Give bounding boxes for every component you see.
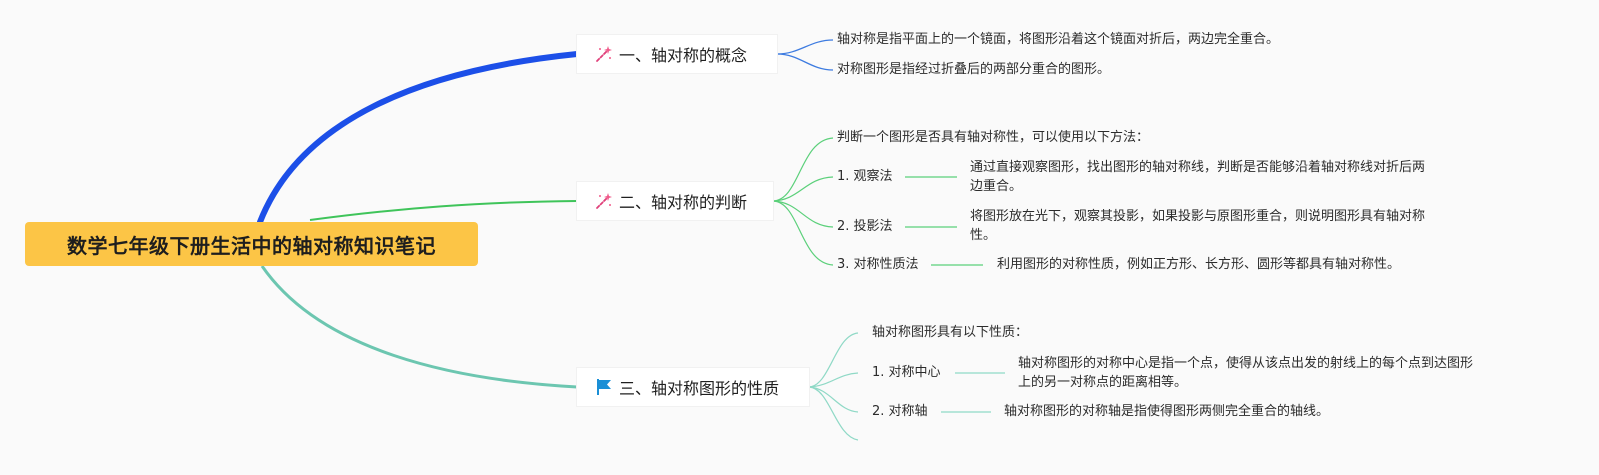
topic-concept-title: 一、轴对称的概念: [619, 46, 748, 65]
method-desc-projection-line1: 将图形放在光下，观察其投影，如果投影与原图形重合，则说明图形具有轴对称: [970, 209, 1426, 224]
method-desc-symmetry-property: 利用图形的对称性质，例如正方形、长方形、圆形等都具有轴对称性。: [997, 257, 1401, 272]
edge-root-branch2: [309, 200, 578, 221]
topic-concept[interactable]: 一、轴对称的概念: [577, 35, 777, 73]
property-label-center: 1. 对称中心: [872, 365, 941, 380]
edge-root-branch1: [257, 51, 580, 225]
method-label-projection: 2. 投影法: [837, 219, 893, 234]
edge-b2-intro: [772, 137, 834, 202]
method-label-symmetry-property: 3. 对称性质法: [837, 257, 919, 272]
edge-b3-extra: [808, 386, 859, 441]
property-desc-axis: 轴对称图形的对称轴是指使得图形两侧完全重合的轴线。: [1004, 404, 1330, 419]
judgement-intro: 判断一个图形是否具有轴对称性，可以使用以下方法：: [837, 130, 1150, 145]
concept-item-2: 对称图形是指经过折叠后的两部分重合的图形。: [837, 62, 1111, 77]
magic-wand-icon: [595, 45, 613, 63]
method-desc-observe-line1: 通过直接观察图形，找出图形的轴对称线，判断是否能够沿着轴对称线对折后两: [970, 160, 1426, 175]
topic-properties-title: 三、轴对称图形的性质: [619, 379, 780, 398]
flag-icon: [595, 378, 613, 396]
edge-b3-p2: [808, 386, 859, 413]
edge-b1-item2: [776, 53, 834, 71]
method-desc-observe-line2: 边重合。: [970, 179, 1023, 194]
topic-judgement[interactable]: 二、轴对称的判断: [577, 182, 773, 220]
edge-b1-item1: [776, 39, 834, 55]
method-desc-projection-line2: 性。: [970, 228, 997, 243]
edge-root-branch3: [260, 265, 578, 389]
edge-b2-m1: [772, 176, 834, 202]
edge-b3-intro: [808, 332, 859, 388]
edge-b3-p1: [808, 372, 859, 388]
property-desc-center-line2: 上的另一对称点的距离相等。: [1018, 375, 1188, 390]
root-topic[interactable]: 数学七年级下册生活中的轴对称知识笔记: [25, 222, 478, 266]
edge-b2-m2: [772, 200, 834, 228]
topic-properties[interactable]: 三、轴对称图形的性质: [577, 368, 809, 406]
property-label-axis: 2. 对称轴: [872, 404, 928, 419]
concept-item-1: 轴对称是指平面上的一个镜面，将图形沿着这个镜面对折后，两边完全重合。: [837, 32, 1280, 47]
magic-wand-icon: [595, 192, 613, 210]
properties-intro: 轴对称图形具有以下性质：: [872, 325, 1029, 340]
root-title: 数学七年级下册生活中的轴对称知识笔记: [67, 233, 436, 258]
property-desc-center-line1: 轴对称图形的对称中心是指一个点，使得从该点出发的射线上的每个点到达图形: [1018, 356, 1474, 371]
edge-b2-m3: [772, 200, 834, 266]
topic-judgement-title: 二、轴对称的判断: [619, 193, 748, 212]
method-label-observe: 1. 观察法: [837, 169, 893, 184]
